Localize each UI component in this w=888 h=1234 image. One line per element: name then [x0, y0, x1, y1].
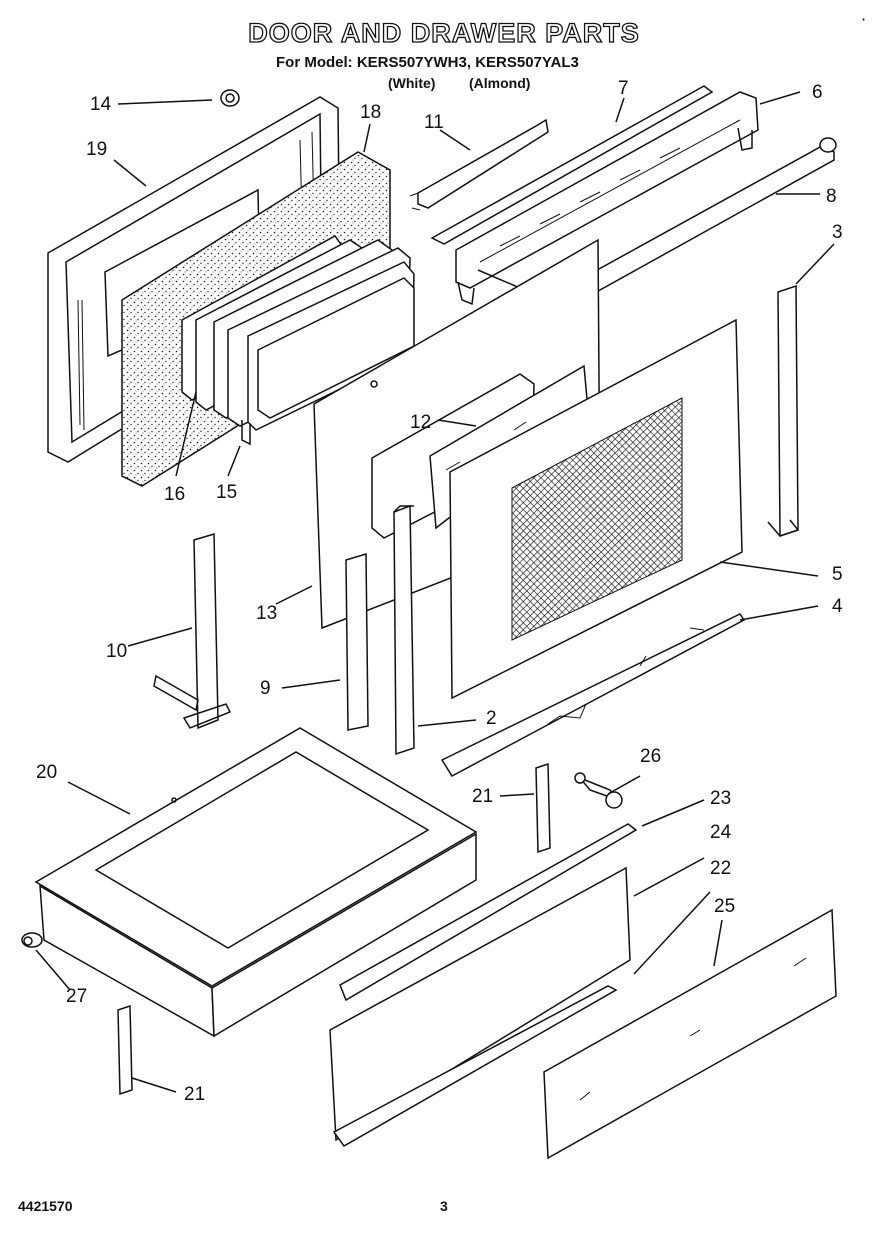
page-number: 3 [440, 1198, 448, 1214]
callout-24: 24 [710, 822, 732, 843]
callout-20: 20 [36, 762, 57, 783]
door-liner-stack [195, 239, 415, 446]
callout-19: 19 [86, 139, 107, 160]
callout-4: 4 [832, 596, 843, 617]
side-trim-right [767, 284, 800, 538]
callout-14: 14 [90, 94, 112, 115]
callout-27: 27 [66, 986, 87, 1007]
page-title: DOOR AND DRAWER PARTS [248, 17, 640, 48]
callout-12: 12 [410, 412, 431, 433]
door-outer-glass [449, 318, 743, 700]
callout-10: 10 [106, 641, 127, 662]
drawer-front [329, 866, 631, 1142]
door-bumper [220, 89, 240, 107]
color-label-almond: (Almond) [469, 75, 531, 91]
callout-16: 16 [164, 484, 185, 505]
drawer-trim-strip [339, 823, 638, 1002]
corner-mark: · [861, 10, 867, 29]
drawer-rail-bracket-upper [535, 762, 551, 854]
callout-26: 26 [640, 746, 661, 767]
document-number: 4421570 [18, 1198, 73, 1214]
callout-7: 7 [618, 78, 629, 99]
callout-11: 11 [424, 112, 444, 133]
door-top-bracket [409, 118, 549, 211]
drawer-bottom-strip [332, 985, 618, 1147]
door-top-vent [455, 91, 759, 306]
callout-25: 25 [714, 896, 735, 917]
callout-22: 22 [710, 858, 731, 879]
callout-2: 2 [486, 708, 497, 729]
callout-labels: 14 18 19 11 7 6 8 3 16 15 12 13 10 9 5 4… [36, 78, 843, 1105]
callout-23: 23 [710, 788, 731, 809]
callout-6: 6 [812, 82, 823, 103]
callout-21-upper: 21 [472, 786, 493, 807]
door-vent-trim [430, 85, 714, 245]
drawer-rail-bracket-lower [117, 1004, 133, 1096]
callout-15: 15 [216, 482, 237, 503]
callout-8: 8 [826, 186, 837, 207]
callout-5: 5 [832, 564, 843, 585]
door-hinge [153, 532, 232, 730]
callout-18: 18 [360, 102, 381, 123]
side-spacer [345, 552, 369, 731]
callout-3: 3 [832, 222, 843, 243]
drawer-glass-panel [543, 908, 837, 1160]
callout-leaders [35, 91, 835, 1093]
callout-21-lower: 21 [184, 1084, 205, 1105]
drawer-body [34, 727, 478, 1038]
side-channel-right [393, 504, 415, 756]
drawer-roller [21, 932, 43, 948]
model-numbers: For Model: KERS507YWH3, KERS507YAL3 [276, 54, 579, 71]
callout-13: 13 [256, 603, 277, 624]
color-label-white: (White) [388, 75, 436, 91]
callout-9: 9 [260, 678, 271, 699]
